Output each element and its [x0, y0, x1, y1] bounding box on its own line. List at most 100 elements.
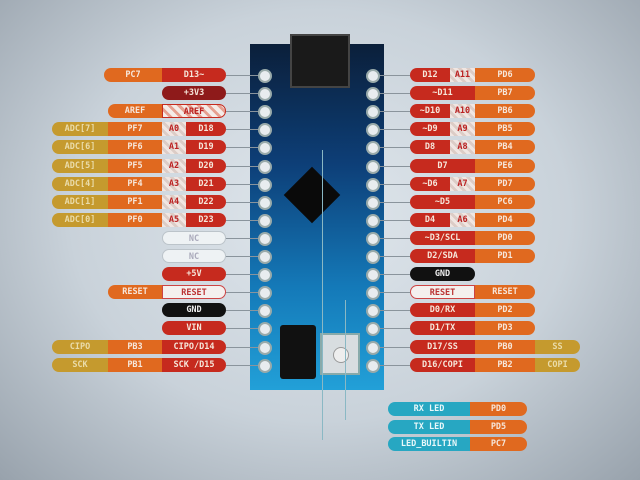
pin-label-red: ~D3/SCL: [410, 231, 475, 245]
pin-label-orange: PF0: [108, 213, 162, 227]
pin-label-reset: RESET: [410, 285, 475, 299]
pin-line: [376, 220, 410, 221]
pin-hole: [366, 196, 380, 210]
left-pin-row: NC: [162, 231, 226, 245]
pin-label-orange: PC7: [470, 437, 527, 451]
pin-label-red: D8: [410, 140, 450, 154]
pin-line: [226, 111, 260, 112]
pin-hole: [366, 160, 380, 174]
pin-label-an: A3: [162, 177, 186, 191]
pin-label-red: D0/RX: [410, 303, 475, 317]
pin-line: [226, 202, 260, 203]
led-line: [345, 300, 346, 420]
pin-hole: [366, 69, 380, 83]
pin-line: [376, 129, 410, 130]
pin-line: [376, 93, 410, 94]
pin-label-orange: PB1: [108, 358, 162, 372]
pin-label-an: A8: [450, 140, 475, 154]
left-pin-row: NC: [162, 249, 226, 263]
pin-label-orange: RESET: [108, 285, 162, 299]
pin-label-ochre: SCK: [52, 358, 108, 372]
pin-label-red: ~D10: [410, 104, 450, 118]
pin-label-red: D21: [186, 177, 226, 191]
pin-label-red: D1/TX: [410, 321, 475, 335]
pin-line: [376, 347, 410, 348]
right-pin-row: GND: [410, 267, 475, 281]
pin-hole: [366, 214, 380, 228]
pin-label-orange: PB2: [475, 358, 535, 372]
reset-button[interactable]: [320, 333, 360, 375]
pin-label-orange: PB3: [108, 340, 162, 354]
left-pin-row: GND: [162, 303, 226, 317]
pin-hole: [366, 250, 380, 264]
pin-label-orange: PB7: [475, 86, 535, 100]
pin-label-black: GND: [410, 267, 475, 281]
pin-label-orange: PF5: [108, 159, 162, 173]
pin-label-an: A5: [162, 213, 186, 227]
pin-label-orange: PC7: [104, 68, 162, 82]
pin-label-red: D18: [186, 122, 226, 136]
pin-hole: [258, 286, 272, 300]
pin-label-red: ~D6: [410, 177, 450, 191]
pin-label-an: A0: [162, 122, 186, 136]
pin-label-orange: PF7: [108, 122, 162, 136]
pin-hole: [366, 105, 380, 119]
pin-line: [376, 256, 410, 257]
pin-line: [226, 75, 260, 76]
pin-label-an: A10: [450, 104, 475, 118]
pin-hole: [258, 214, 272, 228]
pin-label-orange: PC6: [475, 195, 535, 209]
pin-line: [226, 365, 260, 366]
left-pin-row: VIN: [162, 321, 226, 335]
pin-label-red: D4: [410, 213, 450, 227]
pin-line: [226, 93, 260, 94]
pin-hole: [258, 304, 272, 318]
pin-label-orange: PB0: [475, 340, 535, 354]
pin-label-dark: +3V3: [162, 86, 226, 100]
pin-label-orange: PD0: [475, 231, 535, 245]
pin-label-an: A2: [162, 159, 186, 173]
pin-hole: [366, 322, 380, 336]
pin-label-orange: PE6: [475, 159, 535, 173]
pin-line: [376, 292, 410, 293]
pin-label-an: A6: [450, 213, 475, 227]
pin-label-orange: PD7: [475, 177, 535, 191]
pin-line: [226, 347, 260, 348]
pin-label-ochre: ADC[6]: [52, 140, 108, 154]
pin-label-black: GND: [162, 303, 226, 317]
pin-label-red: ~D11: [410, 86, 475, 100]
pin-label-ochre: ADC[0]: [52, 213, 108, 227]
pin-label-orange: RESET: [475, 285, 535, 299]
pin-label-cyan: LED_BUILTIN: [388, 437, 470, 451]
pin-label-an: A1: [162, 140, 186, 154]
pin-label-red: D22: [186, 195, 226, 209]
pin-line: [376, 147, 410, 148]
pin-hole: [258, 123, 272, 137]
pin-label-ochre: ADC[5]: [52, 159, 108, 173]
pin-line: [226, 220, 260, 221]
pin-label-red: D13~: [162, 68, 226, 82]
pin-label-orange: PF6: [108, 140, 162, 154]
pin-hole: [258, 141, 272, 155]
